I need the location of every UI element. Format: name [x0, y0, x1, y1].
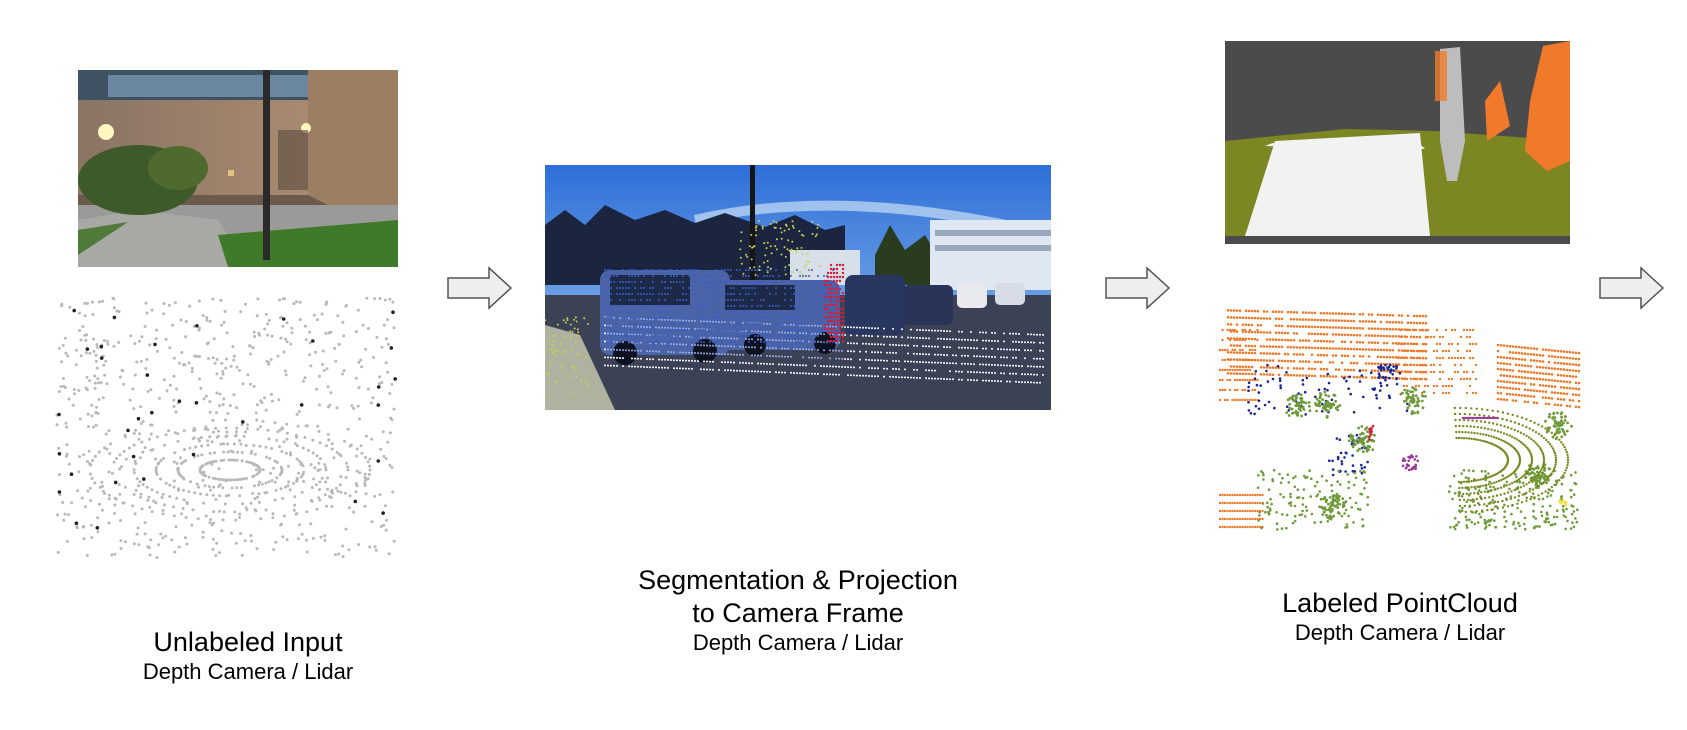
labeled-depth-camera-render	[1225, 41, 1570, 244]
right-arrow-icon	[1105, 266, 1171, 310]
stage-2-caption: Segmentation & Projection to Camera Fram…	[598, 564, 998, 657]
stage-3-title: Labeled PointCloud	[1282, 588, 1518, 618]
input-camera-photo	[78, 70, 398, 267]
stage-3-subtitle: Depth Camera / Lidar	[1294, 619, 1506, 645]
right-arrow-icon	[447, 266, 513, 310]
stage-1-title: Unlabeled Input	[153, 627, 343, 657]
labeled-lidar-pointcloud	[1218, 305, 1583, 555]
stage-1-subtitle: Depth Camera / Lidar	[142, 658, 354, 684]
input-lidar-scan	[55, 290, 400, 565]
stage-2-title-line-1: Segmentation & Projection	[638, 565, 958, 595]
stage-2-subtitle: Depth Camera / Lidar	[692, 629, 904, 655]
stage-1-caption: Unlabeled Input Depth Camera / Lidar	[78, 626, 418, 686]
stage-2-title-line-2: to Camera Frame	[692, 597, 904, 628]
projected-camera-image	[545, 165, 1051, 410]
right-arrow-icon	[1599, 266, 1665, 310]
stage-3-caption: Labeled PointCloud Depth Camera / Lidar	[1220, 587, 1580, 647]
